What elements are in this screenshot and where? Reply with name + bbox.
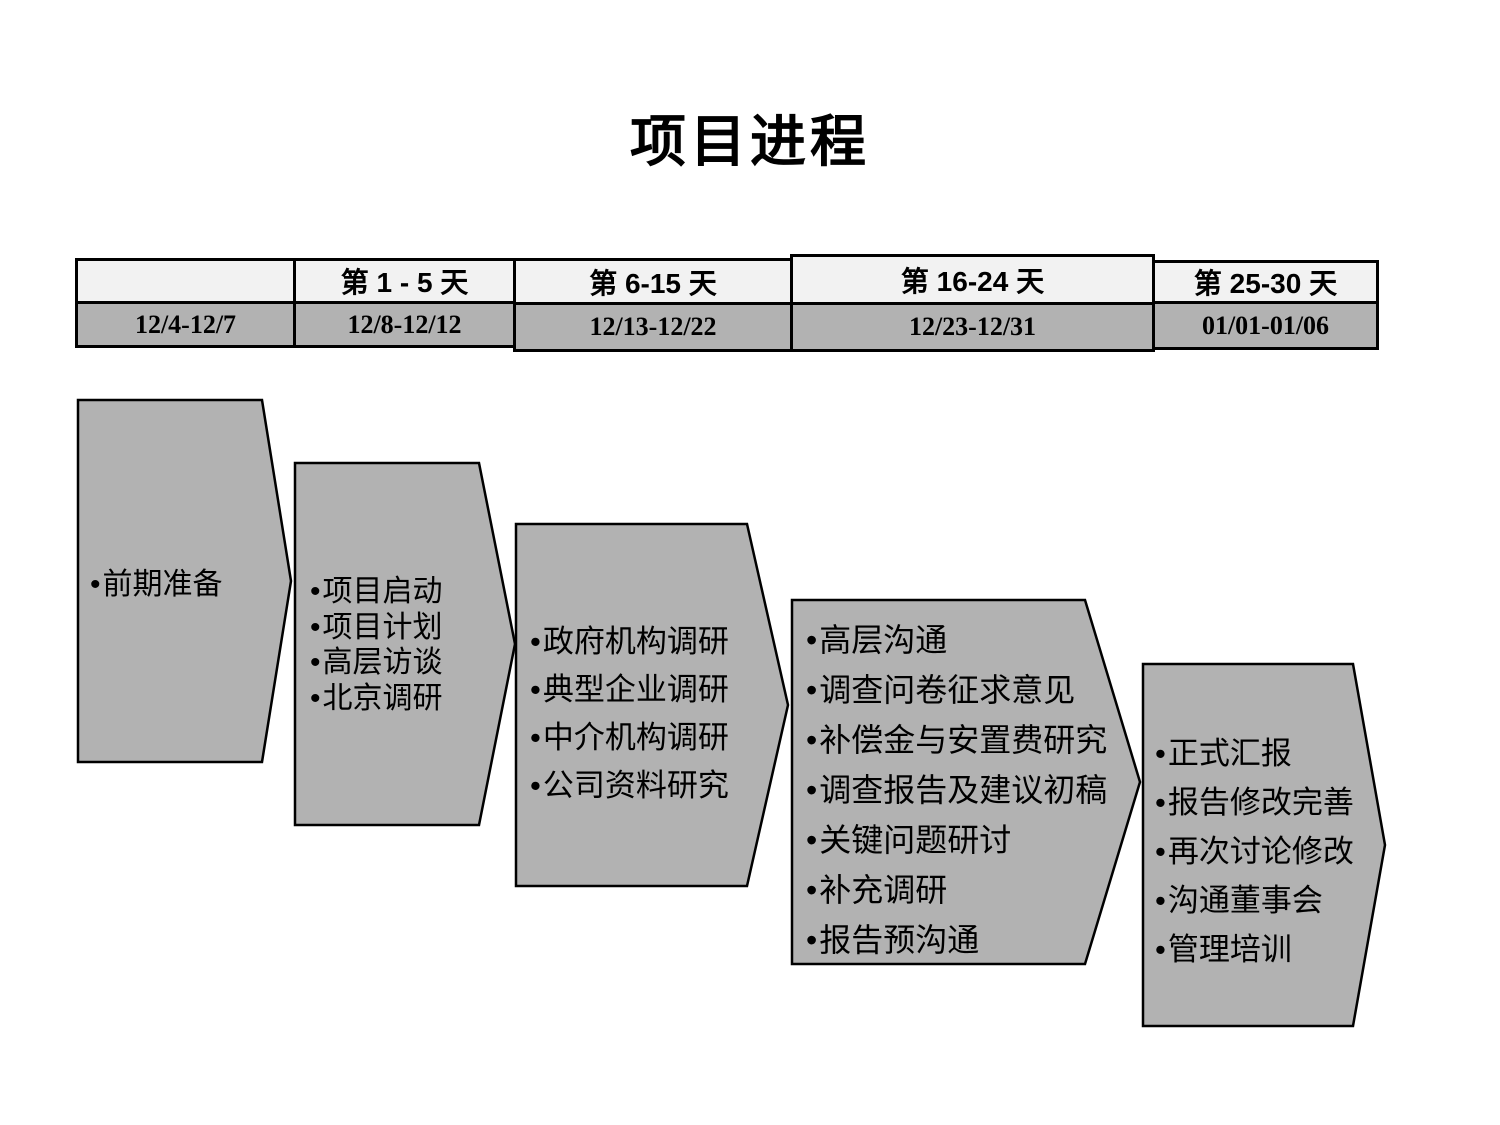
stage-item: 项目启动 [310, 574, 443, 610]
stage-item: 中介机构调研 [530, 714, 729, 762]
timeline-column-5: 第 25-30 天 01/01-01/06 [1152, 260, 1379, 350]
date-cell: 12/4-12/7 [75, 301, 296, 348]
stage-5-items: 正式汇报 报告修改完善 再次讨论修改 沟通董事会 管理培训 [1155, 729, 1354, 974]
period-cell [75, 258, 296, 304]
period-cell: 第 25-30 天 [1152, 260, 1379, 304]
timeline-column-4: 第 16-24 天 12/23-12/31 [790, 254, 1155, 352]
timeline-column-1: 12/4-12/7 [75, 258, 296, 348]
stage-item: 报告预沟通 [806, 915, 1107, 965]
stage-item: 北京调研 [310, 681, 443, 717]
stage-item: 调查问卷征求意见 [806, 665, 1107, 715]
stage-2-items: 项目启动 项目计划 高层访谈 北京调研 [310, 574, 443, 716]
timeline-column-3: 第 6-15 天 12/13-12/22 [513, 258, 793, 352]
period-cell: 第 1 - 5 天 [293, 258, 516, 304]
stage-item: 调查报告及建议初稿 [806, 765, 1107, 815]
stage-item: 前期准备 [90, 568, 223, 602]
date-cell: 01/01-01/06 [1152, 301, 1379, 350]
stage-item: 补偿金与安置费研究 [806, 715, 1107, 765]
stage-item: 项目计划 [310, 610, 443, 646]
stage-item: 关键问题研讨 [806, 815, 1107, 865]
period-cell: 第 16-24 天 [790, 254, 1155, 305]
stage-item: 高层沟通 [806, 615, 1107, 665]
period-cell: 第 6-15 天 [513, 258, 793, 305]
stage-item: 补充调研 [806, 865, 1107, 915]
stage-3-items: 政府机构调研 典型企业调研 中介机构调研 公司资料研究 [530, 618, 729, 810]
stage-item: 政府机构调研 [530, 618, 729, 666]
date-cell: 12/8-12/12 [293, 301, 516, 348]
stage-item: 再次讨论修改 [1155, 827, 1354, 876]
date-cell: 12/13-12/22 [513, 302, 793, 352]
stage-4-items: 高层沟通 调查问卷征求意见 补偿金与安置费研究 调查报告及建议初稿 关键问题研讨… [806, 615, 1107, 965]
stage-item: 报告修改完善 [1155, 778, 1354, 827]
stage-item: 高层访谈 [310, 645, 443, 681]
timeline-column-2: 第 1 - 5 天 12/8-12/12 [293, 258, 516, 348]
stage-item: 沟通董事会 [1155, 876, 1354, 925]
stage-1-items: 前期准备 [90, 568, 223, 602]
stage-item: 管理培训 [1155, 925, 1354, 974]
stage-item: 正式汇报 [1155, 729, 1354, 778]
stage-item: 典型企业调研 [530, 666, 729, 714]
date-cell: 12/23-12/31 [790, 302, 1155, 352]
page-title: 项目进程 [630, 110, 870, 173]
stage-item: 公司资料研究 [530, 762, 729, 810]
